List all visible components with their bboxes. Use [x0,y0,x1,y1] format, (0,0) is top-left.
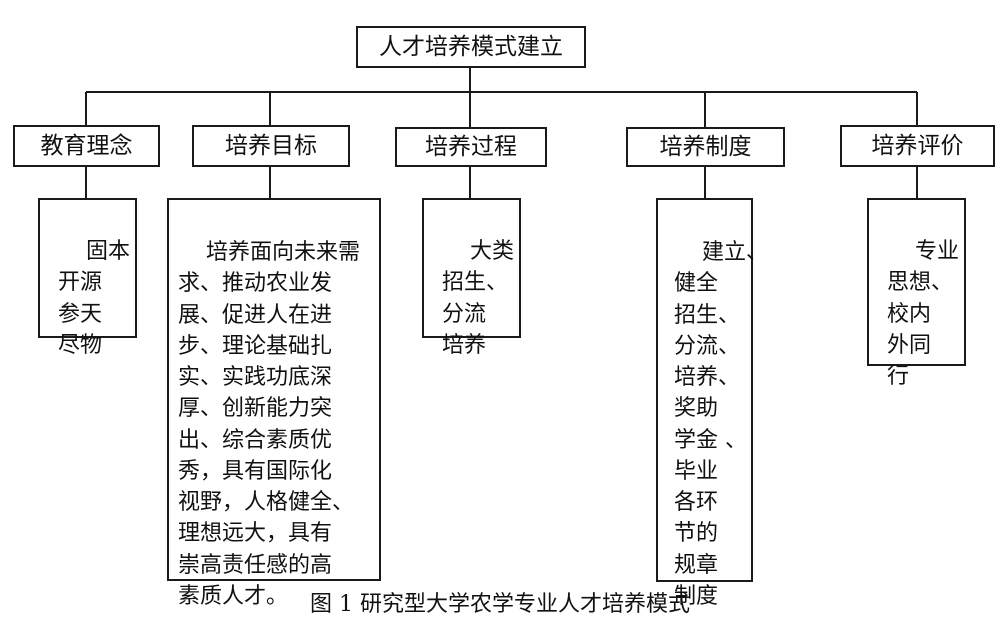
connector-lines [85,68,918,198]
root-node: 人才培养模式建立 [356,26,586,68]
branch-node-training-evaluation: 培养评价 [840,125,995,167]
detail-text: 固本 开源 参天 尽物 [58,239,130,358]
branch-label: 培养目标 [225,132,317,159]
detail-text: 大类 招生、 分流 培养 [442,239,514,358]
branch-label: 培养制度 [659,133,752,160]
branch-label: 教育理念 [40,132,133,159]
branch-node-training-process: 培养过程 [395,127,547,167]
detail-node-training-system: 建立、 健全 招生、 分流、 培养、 奖助 学金 、 毕业 各环 节的 规章 制… [656,198,768,609]
detail-text: 专业 思想、 校内 外同 行 [887,239,959,390]
detail-node-training-process: 大类 招生、 分流 培养 [422,198,521,358]
branch-label: 培养过程 [425,133,517,160]
detail-text: 建立、 健全 招生、 分流、 培养、 奖助 学金 、 毕业 各环 节的 规章 制… [674,240,768,609]
detail-node-training-objective: 培养面向未来需 求、推动农业发 展、促进人在进 步、理论基础扎 实、实践功底深 … [167,198,381,609]
branch-node-training-system: 培养制度 [626,127,785,167]
detail-node-training-evaluation: 专业 思想、 校内 外同 行 [867,198,966,389]
root-node-label: 人才培养模式建立 [379,33,563,60]
branch-node-training-objective: 培养目标 [192,125,350,167]
talent-training-model-diagram: 人才培养模式建立 教育理念 培养目标 培养过程 培养制度 培养评价 固本 开源 … [13,26,995,617]
detail-text: 培养面向未来需 求、推动农业发 展、促进人在进 步、理论基础扎 实、实践功底深 … [178,240,360,609]
detail-node-education-philosophy: 固本 开源 参天 尽物 [38,198,137,358]
figure-caption: 图 1 研究型大学农学专业人才培养模式 [310,592,690,617]
branch-label: 培养评价 [871,132,964,159]
branch-node-education-philosophy: 教育理念 [13,125,160,167]
